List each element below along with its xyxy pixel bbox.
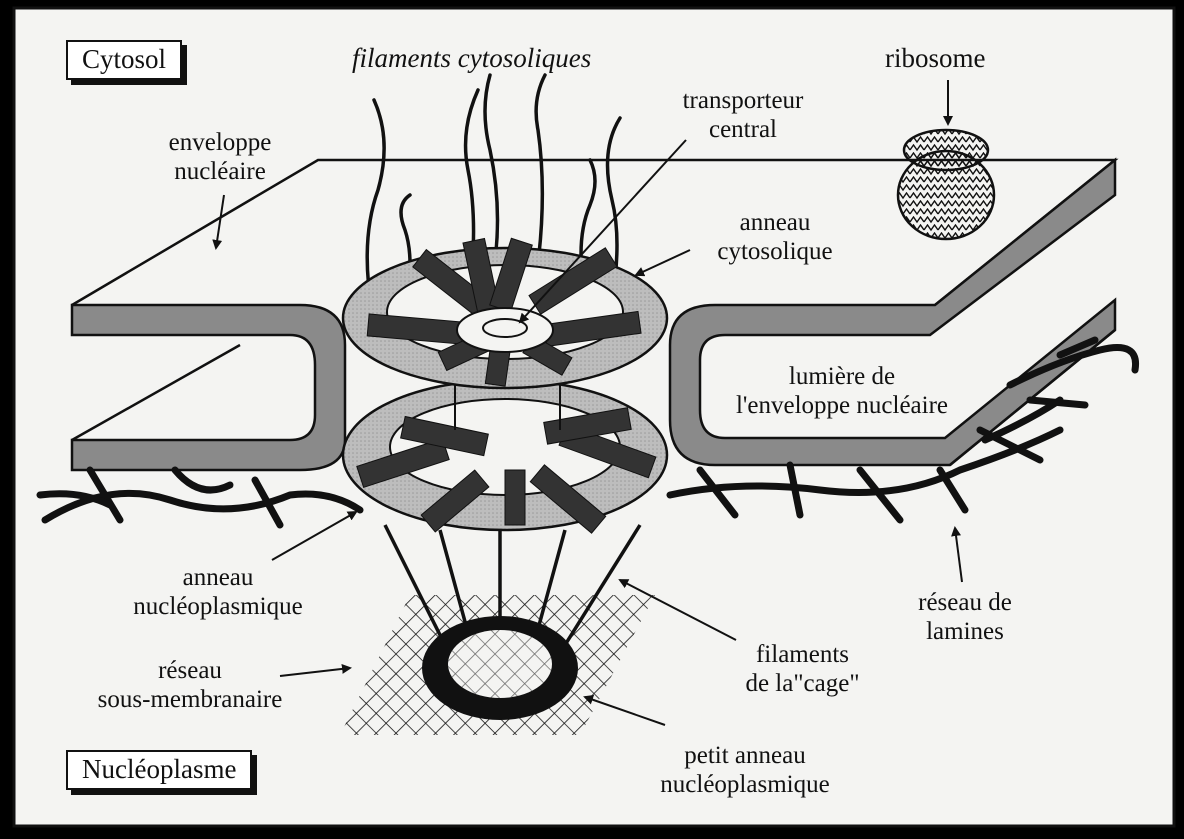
sub-membrane-network-label: réseau sous-membranaire <box>90 656 290 714</box>
small-nucleoplasmic-ring-label: petit anneau nucléoplasmique <box>640 741 850 799</box>
sub-membrane-network-label-line2: sous-membranaire <box>90 685 290 714</box>
cage-filaments-label: filaments de la"cage" <box>730 640 875 698</box>
envelope-lumen-label: lumière de l'enveloppe nucléaire <box>722 362 962 420</box>
lamina-network-label-line2: lamines <box>900 617 1030 646</box>
central-transporter-label: transporteur central <box>668 86 818 144</box>
lamina-network-label: réseau de lamines <box>900 588 1030 646</box>
central-transporter-label-line1: transporteur <box>668 86 818 115</box>
nucleoplasm-label: Nucléoplasme <box>66 750 252 790</box>
central-transporter-label-line2: central <box>668 115 818 144</box>
nucleoplasmic-ring-label-line1: anneau <box>118 563 318 592</box>
ribosome-label: ribosome <box>885 44 986 73</box>
small-nucleoplasmic-ring-label-line2: nucléoplasmique <box>640 770 850 799</box>
central-transporter <box>457 308 553 352</box>
cytosolic-filaments-label: filaments cytosoliques <box>352 44 591 73</box>
envelope-lumen-label-line1: lumière de <box>722 362 962 391</box>
small-nucleoplasmic-ring-label-line1: petit anneau <box>640 741 850 770</box>
envelope-lumen-label-line2: l'enveloppe nucléaire <box>722 391 962 420</box>
lamina-network-label-line1: réseau de <box>900 588 1030 617</box>
cage-filaments-label-line1: filaments <box>730 640 875 669</box>
nucleoplasmic-ring-label-line2: nucléoplasmique <box>118 592 318 621</box>
cage-filaments-label-line2: de la"cage" <box>730 669 875 698</box>
nuclear-envelope-label-line2: nucléaire <box>140 157 300 186</box>
sub-membrane-network-label-line1: réseau <box>90 656 290 685</box>
nucleoplasmic-ring-label: anneau nucléoplasmique <box>118 563 318 621</box>
cytosolic-ring-label: anneau cytosolique <box>700 208 850 266</box>
cytosolic-ring-label-line2: cytosolique <box>700 237 850 266</box>
cytosolic-ring-label-line1: anneau <box>700 208 850 237</box>
small-nucleoplasmic-ring <box>422 616 578 720</box>
cytosol-label: Cytosol <box>66 40 182 80</box>
ribosome <box>898 130 994 239</box>
nuclear-envelope-label: enveloppe nucléaire <box>140 128 300 186</box>
nuclear-envelope-label-line1: enveloppe <box>140 128 300 157</box>
